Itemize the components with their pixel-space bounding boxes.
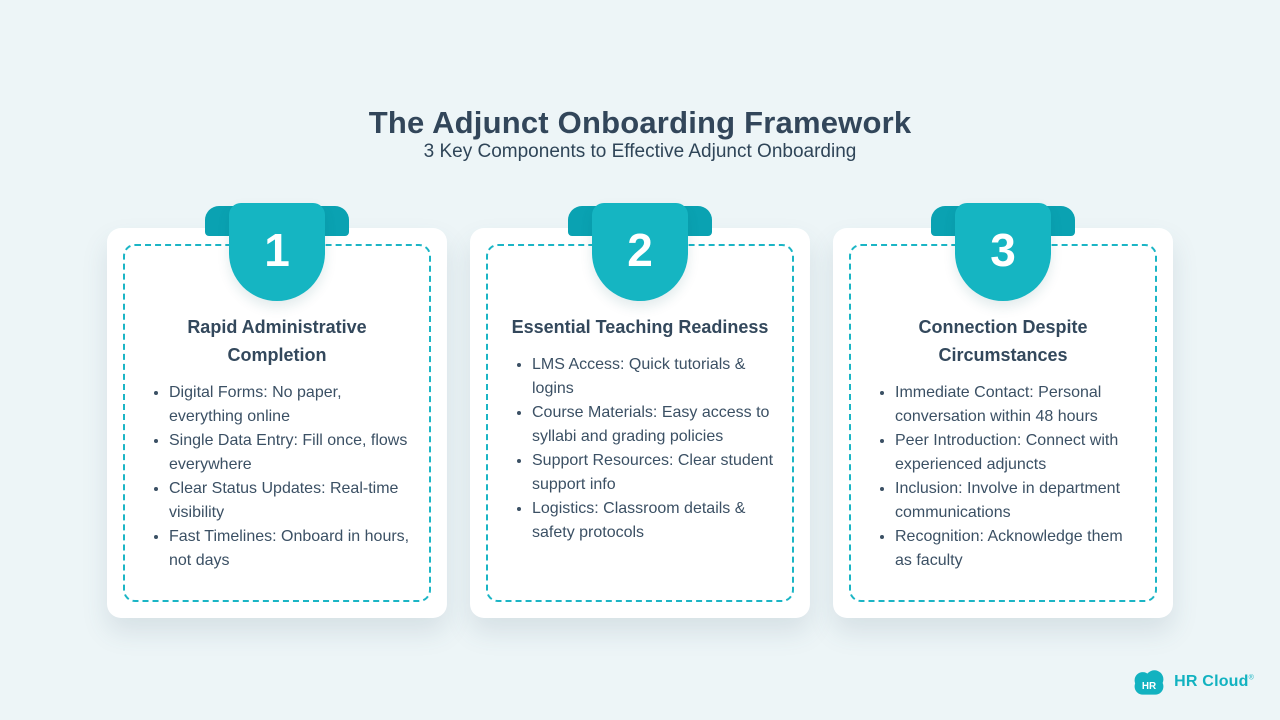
logo-wordmark: HR Cloud®: [1174, 673, 1254, 690]
bullet-item: Peer Introduction: Connect with experien…: [895, 429, 1137, 477]
card-content: Essential Teaching Readiness LMS Access:…: [470, 228, 810, 545]
hr-cloud-logo: HR HR Cloud®: [1131, 668, 1254, 696]
bullet-item: Immediate Contact: Personal conversation…: [895, 381, 1137, 429]
ribbon-badge: 3: [955, 203, 1051, 301]
number-ribbon: 3: [931, 203, 1075, 303]
page-title: The Adjunct Onboarding Framework: [368, 104, 912, 140]
ribbon-badge: 2: [592, 203, 688, 301]
page-subtitle: 3 Key Components to Effective Adjunct On…: [423, 141, 857, 162]
card-essential-teaching-readiness: 2 Essential Teaching Readiness LMS Acces…: [470, 203, 810, 618]
step-number: 2: [627, 224, 653, 276]
bullet-item: Course Materials: Easy access to syllabi…: [532, 401, 774, 449]
bullet-list: Digital Forms: No paper, everything onli…: [143, 381, 411, 573]
bullet-item: Support Resources: Clear student support…: [532, 449, 774, 497]
cards-row: 1 Rapid Administrative Completion Digita…: [0, 203, 1280, 618]
card-heading: Essential Teaching Readiness: [511, 317, 769, 337]
card-content: Rapid Administrative Completion Digital …: [107, 228, 447, 573]
number-ribbon: 1: [205, 203, 349, 303]
number-ribbon: 2: [568, 203, 712, 303]
cloud-icon: HR: [1131, 668, 1167, 696]
card-heading: Rapid Administrative Completion: [187, 317, 367, 365]
bullet-item: LMS Access: Quick tutorials & logins: [532, 353, 774, 401]
bullet-item: Fast Timelines: Onboard in hours, not da…: [169, 525, 411, 573]
step-number: 3: [990, 224, 1016, 276]
bullet-list: LMS Access: Quick tutorials & logins Cou…: [506, 353, 774, 545]
bullet-item: Digital Forms: No paper, everything onli…: [169, 381, 411, 429]
bullet-item: Single Data Entry: Fill once, flows ever…: [169, 429, 411, 477]
svg-text:HR: HR: [1142, 681, 1156, 692]
bullet-item: Inclusion: Involve in department communi…: [895, 477, 1137, 525]
card-connection-despite-circumstances: 3 Connection Despite Circumstances Immed…: [833, 203, 1173, 618]
bullet-list: Immediate Contact: Personal conversation…: [869, 381, 1137, 573]
card-heading: Connection Despite Circumstances: [918, 317, 1088, 365]
bullet-item: Clear Status Updates: Real-time visibili…: [169, 477, 411, 525]
step-number: 1: [264, 224, 290, 276]
bullet-item: Logistics: Classroom details & safety pr…: [532, 497, 774, 545]
bullet-item: Recognition: Acknowledge them as faculty: [895, 525, 1137, 573]
card-rapid-administrative-completion: 1 Rapid Administrative Completion Digita…: [107, 203, 447, 618]
ribbon-badge: 1: [229, 203, 325, 301]
registered-mark: ®: [1248, 674, 1254, 682]
card-content: Connection Despite Circumstances Immedia…: [833, 228, 1173, 573]
